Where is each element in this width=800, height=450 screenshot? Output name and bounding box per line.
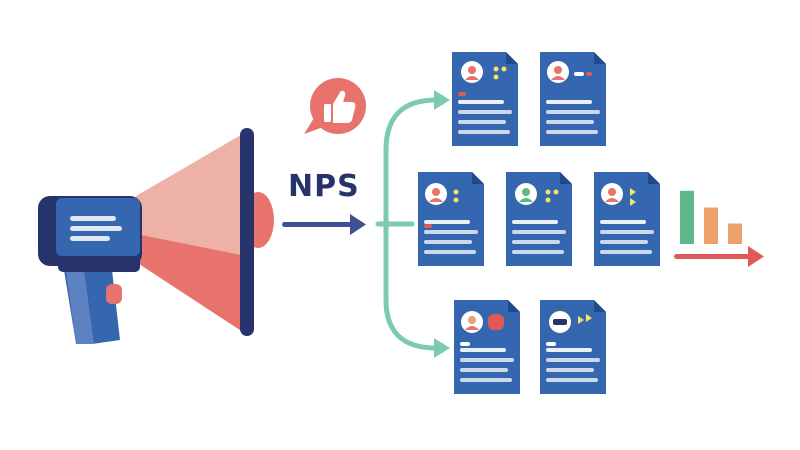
megaphone-icon (38, 128, 274, 344)
branch-arrows (375, 97, 439, 351)
branch-arrowheads (434, 90, 450, 358)
megaphone-arrow (282, 214, 366, 235)
nps-label: NPS (288, 169, 360, 204)
survey-response-card-icon (540, 52, 606, 146)
survey-response-card-icon (418, 172, 484, 266)
survey-response-card-icon (454, 300, 520, 394)
survey-response-card-icon (506, 172, 572, 266)
chart-bar (680, 190, 694, 244)
trend-arrow (674, 246, 764, 267)
survey-response-card-icon (452, 52, 518, 146)
chart-bar (704, 207, 718, 244)
bar-chart-icon (680, 190, 742, 244)
thumbs-up-speech-bubble-icon (304, 78, 366, 134)
survey-response-card-icon (594, 172, 660, 266)
survey-response-card-icon (540, 300, 606, 394)
chart-bar (728, 223, 742, 244)
